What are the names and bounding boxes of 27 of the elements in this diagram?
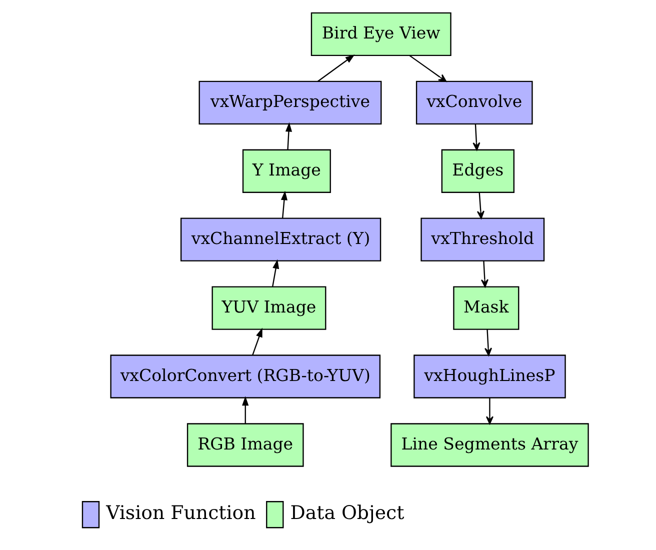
node-box: Edges — [441, 149, 514, 193]
node-box: Y Image — [242, 149, 331, 193]
node-box: vxConvolve — [416, 80, 533, 124]
node-box: vxWarpPerspective — [198, 80, 382, 124]
node-box: Line Segments Array — [390, 423, 589, 467]
arrow — [272, 259, 280, 287]
arrow — [285, 122, 292, 150]
node-box: Bird Eye View — [310, 12, 452, 56]
node-box: vxThreshold — [420, 218, 545, 262]
node-box: vxChannelExtract (Y) — [180, 218, 382, 262]
arrow — [252, 328, 262, 356]
arrow — [480, 260, 488, 288]
node-box: vxHoughLinesP — [414, 354, 566, 398]
legend-label: Vision Function — [106, 502, 256, 524]
arrow — [484, 329, 492, 356]
node-box: RGB Image — [186, 423, 304, 467]
node-box: vxColorConvert (RGB-to-YUV) — [110, 354, 381, 398]
arrow — [476, 192, 484, 219]
arrow — [409, 55, 447, 82]
node-box: Mask — [453, 286, 520, 330]
arrow — [317, 54, 355, 82]
arrow — [280, 190, 288, 218]
legend-label: Data Object — [290, 502, 404, 524]
arrow — [472, 124, 480, 150]
node-box: YUV Image — [212, 286, 326, 330]
arrow — [242, 396, 249, 424]
arrow — [486, 398, 494, 424]
